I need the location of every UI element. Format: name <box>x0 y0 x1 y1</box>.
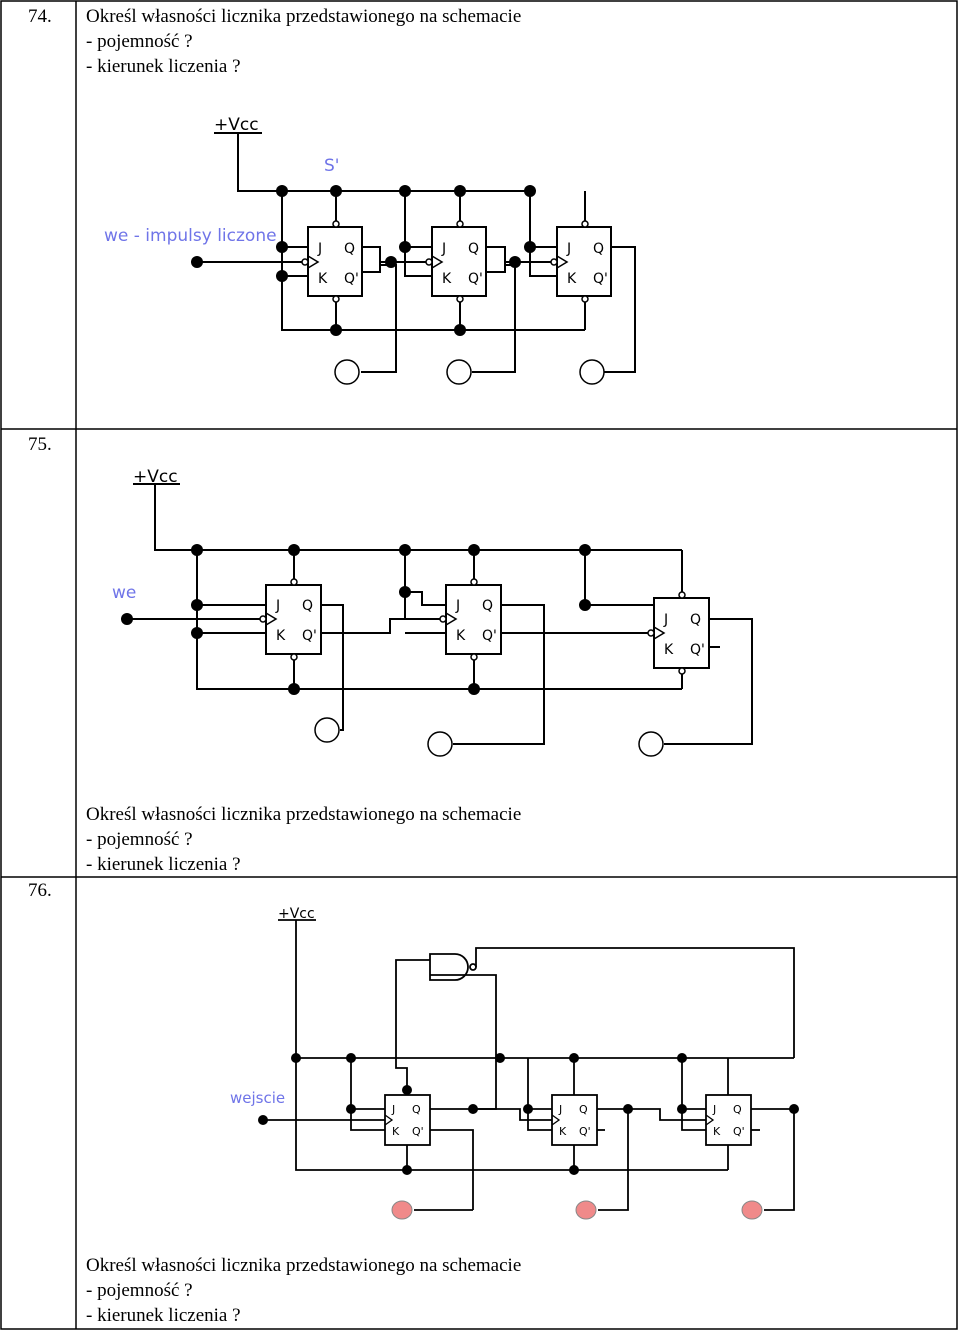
ff3-j-74: J <box>566 241 571 257</box>
ff3-q-75: Q <box>690 612 701 628</box>
question-76-text: Określ własności licznika przedstawioneg… <box>86 1255 522 1276</box>
ff1-q-74: Q <box>344 241 355 257</box>
ff2-qn-76: Q' <box>579 1125 591 1138</box>
ff3-k-75: K <box>664 642 674 658</box>
ff2-q-74: Q <box>468 241 479 257</box>
question-74-text: Określ własności licznika przedstawioneg… <box>86 6 522 27</box>
ff3-qn-75: Q' <box>690 642 705 658</box>
ff1-j-74: J <box>317 241 322 257</box>
ff3-q-74: Q <box>593 241 604 257</box>
ff3-qn-76: Q' <box>733 1125 745 1138</box>
question-76: Określ własności licznika przedstawioneg… <box>86 1253 521 1328</box>
ff1-j-75: J <box>275 598 280 614</box>
ff1-qn-75: Q' <box>302 628 317 644</box>
question-75-text: Określ własności licznika przedstawioneg… <box>86 804 522 825</box>
question-75-direction: - kierunek liczenia ? <box>86 854 241 875</box>
question-74-capacity: - pojemność ? <box>86 31 193 52</box>
vcc-label-75: +Vcc <box>133 467 178 487</box>
ff3-k-76: K <box>713 1125 721 1138</box>
ff1-k-76: K <box>392 1125 400 1138</box>
ff3-qn-74: Q' <box>593 271 608 287</box>
ff3-q-76: Q <box>733 1103 742 1116</box>
ff2-k-76: K <box>559 1125 567 1138</box>
ff2-q-76: Q <box>579 1103 588 1116</box>
ff1-k-74: K <box>318 271 328 287</box>
ff2-j-75: J <box>455 598 460 614</box>
input-label-75: we <box>112 583 136 603</box>
problem-number-76: 76. <box>28 880 52 901</box>
ff2-j-74: J <box>441 241 446 257</box>
ff2-j-76: J <box>558 1103 562 1116</box>
question-76-capacity: - pojemność ? <box>86 1280 193 1301</box>
ff1-k-75: K <box>276 628 286 644</box>
ff3-j-76: J <box>712 1103 716 1116</box>
ff2-k-74: K <box>442 271 452 287</box>
question-74-direction: - kierunek liczenia ? <box>86 56 241 77</box>
ff2-qn-75: Q' <box>482 628 497 644</box>
ff1-j-76: J <box>391 1103 395 1116</box>
question-74: Określ własności licznika przedstawioneg… <box>86 4 521 79</box>
ff1-qn-74: Q' <box>344 271 359 287</box>
problem-number-74: 74. <box>28 6 52 27</box>
ff2-q-75: Q <box>482 598 493 614</box>
problem-number-75: 75. <box>28 434 52 455</box>
ff1-q-75: Q <box>302 598 313 614</box>
input-label-74: we - impulsy liczone <box>104 226 277 246</box>
vcc-label-74: +Vcc <box>214 115 259 135</box>
set-label-74: S' <box>324 156 339 176</box>
ff3-j-75: J <box>663 612 668 628</box>
question-75-capacity: - pojemność ? <box>86 829 193 850</box>
question-75: Określ własności licznika przedstawioneg… <box>86 802 521 877</box>
question-76-direction: - kierunek liczenia ? <box>86 1305 241 1326</box>
ff1-q-76: Q <box>412 1103 421 1116</box>
ff2-qn-74: Q' <box>468 271 483 287</box>
input-label-76: wejscie <box>230 1089 285 1107</box>
ff2-k-75: K <box>456 628 466 644</box>
ff1-qn-76: Q' <box>412 1125 424 1138</box>
ff3-k-74: K <box>567 271 577 287</box>
vcc-label-76: +Vcc <box>278 906 315 922</box>
